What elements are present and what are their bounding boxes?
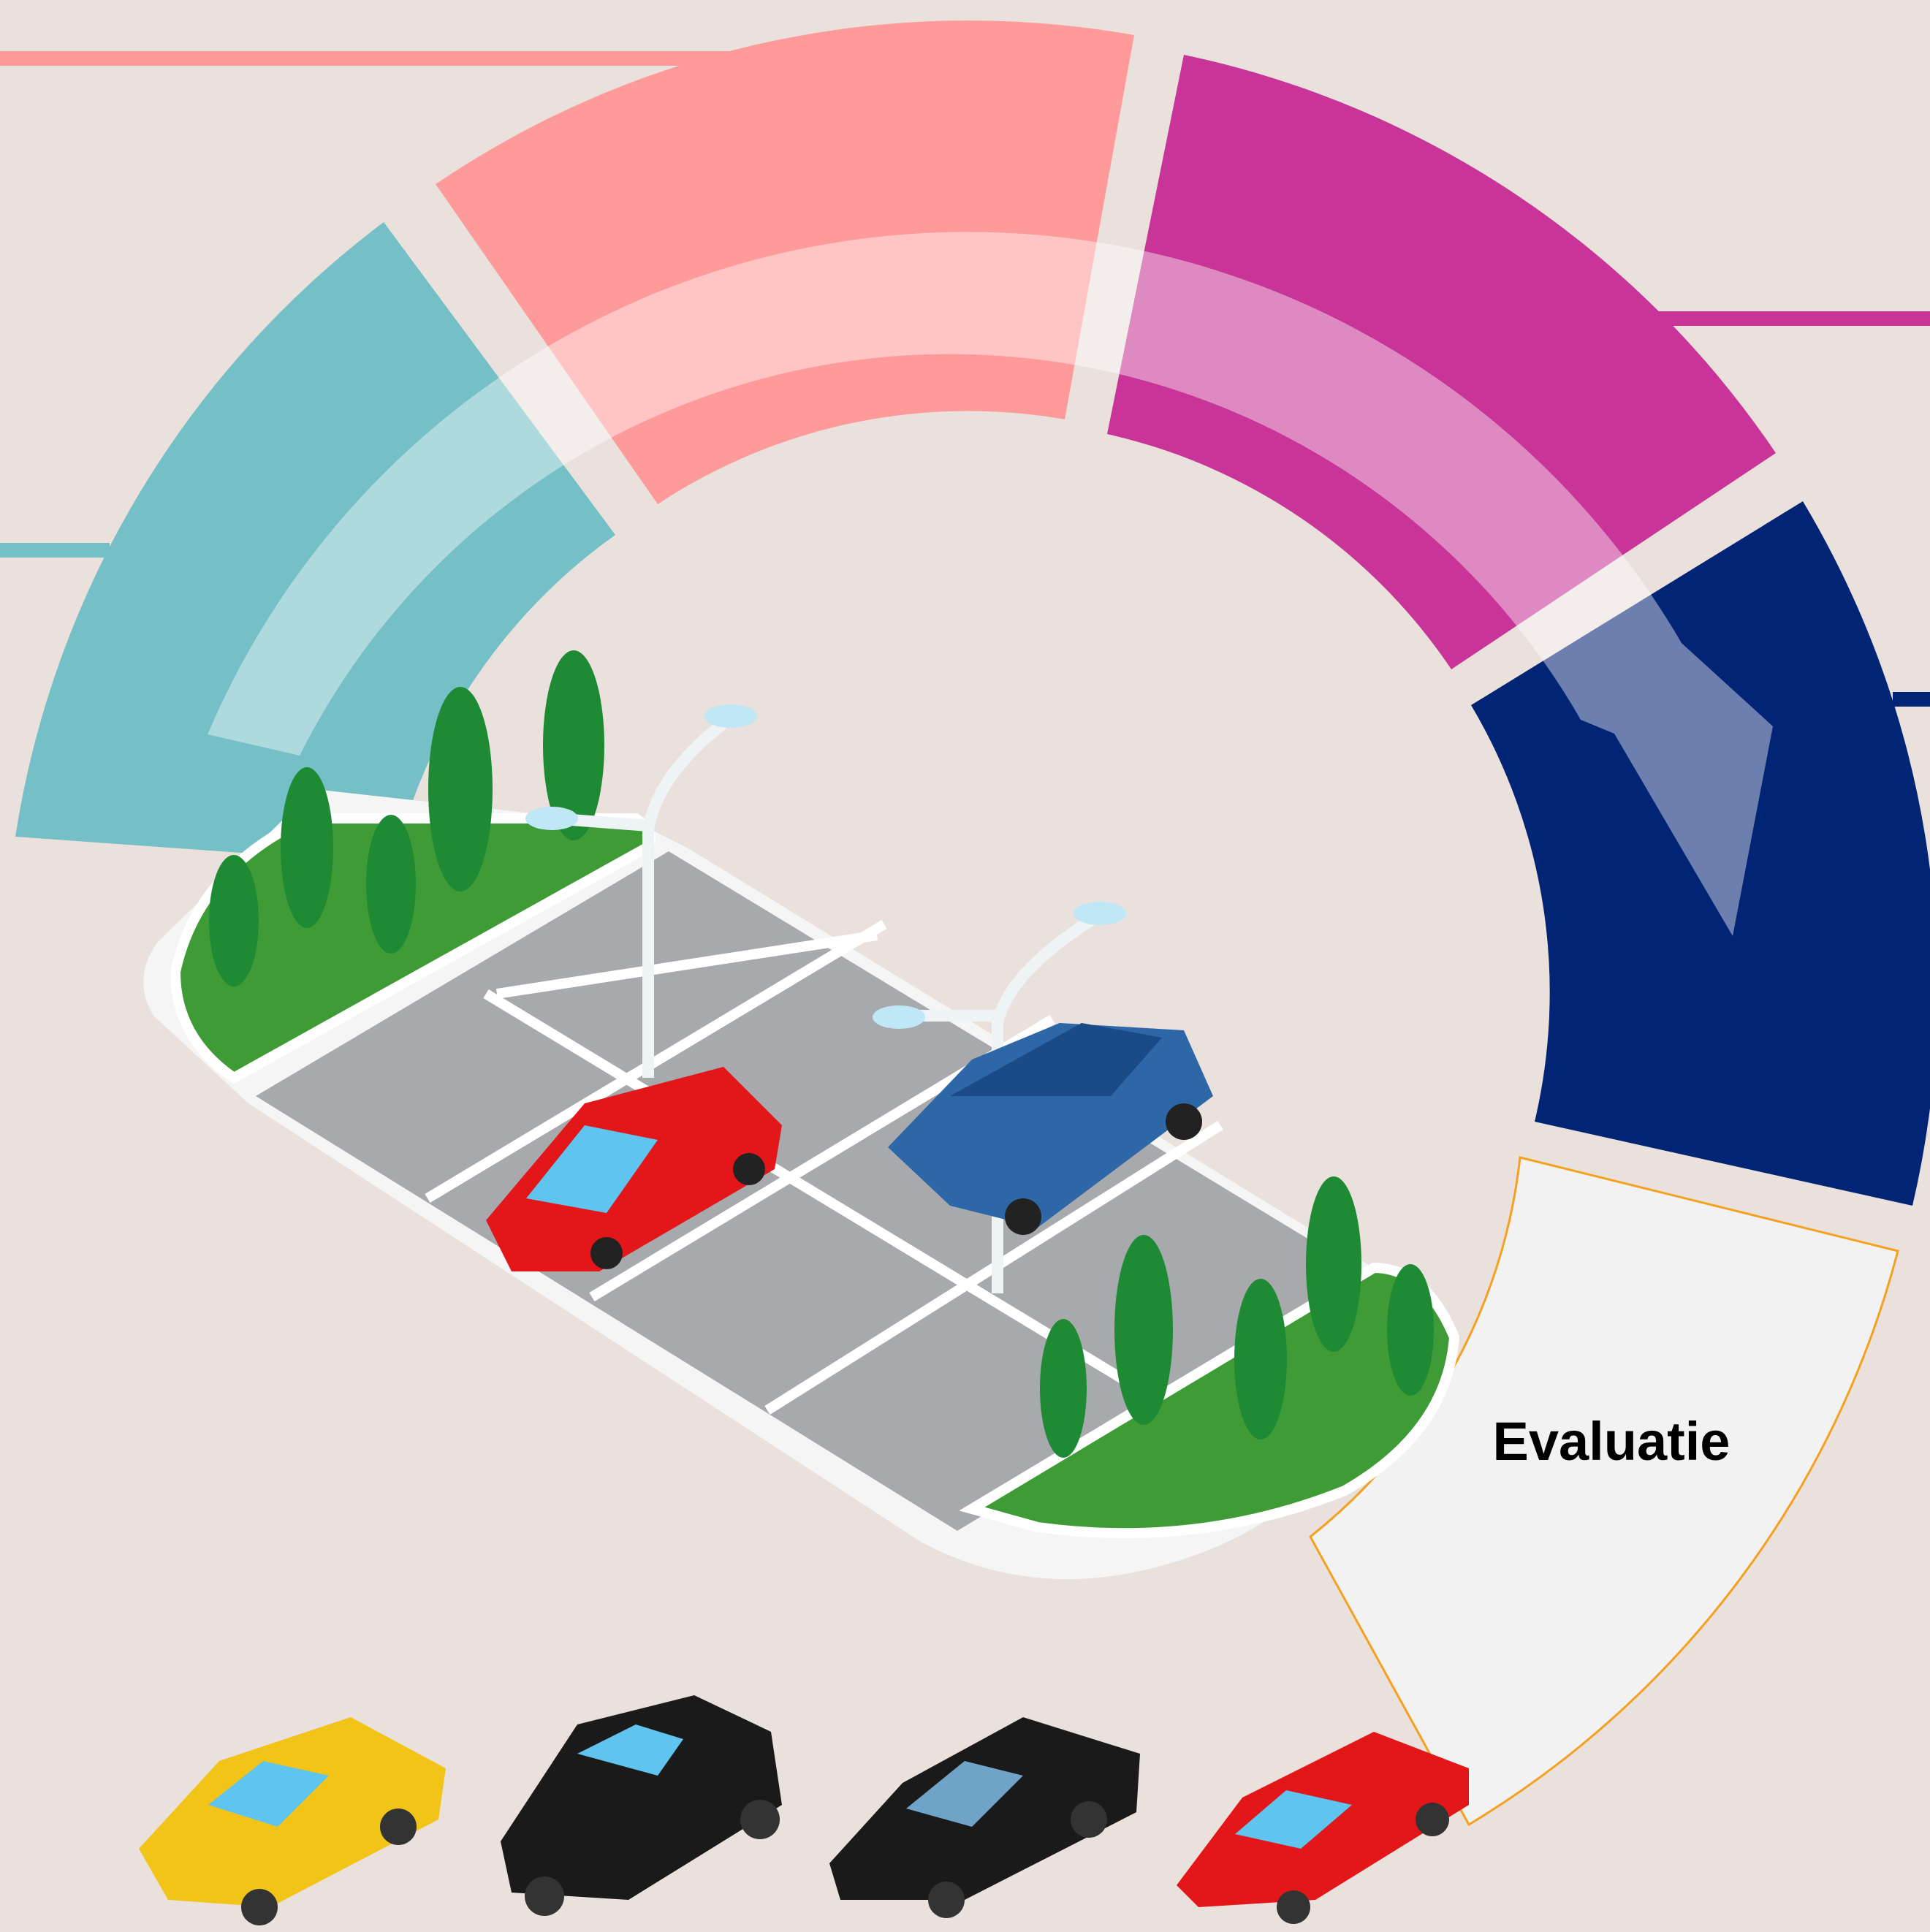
lamp-heads: [525, 704, 1126, 1029]
segment-salmon[interactable]: [436, 20, 1134, 504]
blue-police-pickup-parked: [888, 1023, 1213, 1235]
segment-magenta[interactable]: [1107, 55, 1776, 669]
connector-lines: [0, 51, 1930, 707]
red-sports-car: [1177, 1732, 1469, 1924]
segment-evaluation[interactable]: [1309, 1156, 1899, 1827]
street-lamp-left: [642, 718, 727, 1078]
red-sports-car-parked: [486, 1067, 782, 1271]
segment-navy[interactable]: [1471, 501, 1930, 1206]
segment-teal[interactable]: [15, 222, 615, 864]
street-lamp-right: [992, 912, 1100, 1293]
yellow-taxi-car: [139, 1717, 446, 1925]
black-sedan-car: [829, 1717, 1140, 1918]
trees: [209, 650, 1434, 1458]
parking-lot-illustration: [143, 650, 1460, 1580]
car-row: [139, 1695, 1469, 1925]
black-suv-car: [501, 1695, 782, 1916]
flow-arrow-icon: [208, 232, 1773, 936]
segment-evaluation-label: Evaluatie: [1493, 1411, 1730, 1472]
